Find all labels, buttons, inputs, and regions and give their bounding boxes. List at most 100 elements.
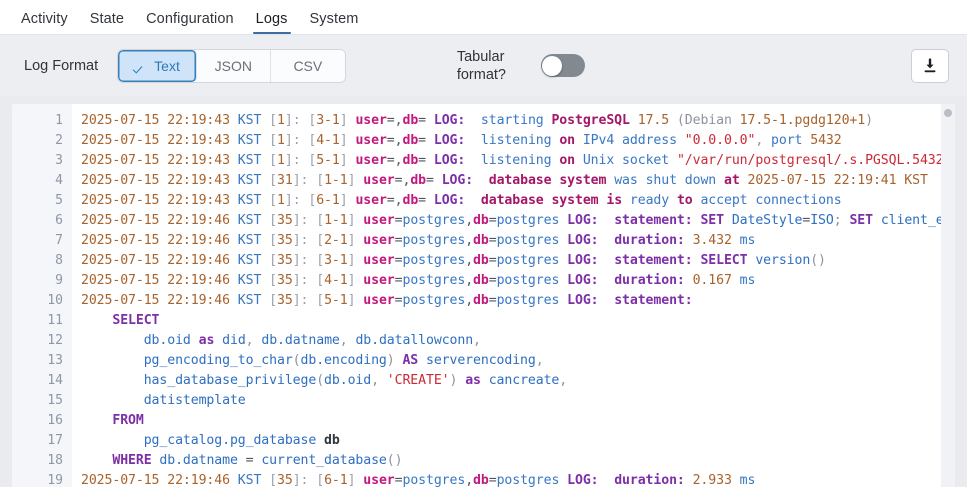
- log-token: ]: [: [292, 273, 325, 288]
- log-line: 2025-07-15 22:19:46 KST [35]: [4-1] user…: [81, 271, 955, 291]
- log-token: on: [559, 153, 575, 168]
- log-token: ]: [: [292, 213, 325, 228]
- line-number: 17: [47, 433, 63, 448]
- tab-label: Activity: [21, 11, 68, 27]
- log-token: 2025-07-15 22:19:41 KST: [747, 173, 928, 188]
- log-token: [: [261, 113, 278, 128]
- log-token: SET: [700, 213, 724, 228]
- log-token: ;: [833, 213, 850, 228]
- log-token: [630, 113, 638, 128]
- log-token: ,: [465, 253, 474, 268]
- format-option-json[interactable]: JSON: [196, 49, 271, 82]
- log-token: [724, 213, 732, 228]
- tabular-format-label: Tabular format?: [456, 48, 507, 83]
- log-token: system: [551, 193, 599, 208]
- log-token: 4-1: [324, 273, 348, 288]
- log-token: [: [261, 233, 278, 248]
- log-token: [638, 173, 646, 188]
- log-token: duration:: [614, 273, 685, 288]
- log-token: [465, 133, 481, 148]
- log-token: 35: [277, 273, 293, 288]
- log-token: duration:: [614, 233, 685, 248]
- log-token: 35: [277, 233, 293, 248]
- log-token: at: [723, 173, 740, 188]
- format-option-text[interactable]: Text: [118, 49, 197, 82]
- check-icon: [134, 59, 147, 72]
- tab-system[interactable]: System: [299, 11, 370, 34]
- tab-logs[interactable]: Logs: [245, 11, 299, 34]
- log-token: postgres: [496, 473, 560, 487]
- log-token: ,: [245, 333, 262, 348]
- log-token: listening: [480, 153, 552, 168]
- log-token: on: [559, 133, 575, 148]
- log-token: user: [363, 273, 395, 288]
- log-token: KST: [237, 113, 262, 128]
- log-line: WHERE db.datname = current_database(): [81, 451, 955, 471]
- log-token: db: [473, 293, 489, 308]
- log-token: db.datname: [261, 333, 340, 348]
- log-token: KST: [237, 233, 262, 248]
- tab-configuration[interactable]: Configuration: [135, 11, 245, 34]
- format-option-csv[interactable]: CSV: [270, 49, 345, 82]
- log-token: [81, 453, 112, 468]
- log-token: [732, 113, 740, 128]
- tab-label: Configuration: [146, 11, 234, 27]
- download-logs-button[interactable]: [911, 48, 949, 83]
- log-token: LOG:: [567, 293, 599, 308]
- log-token: [: [261, 213, 278, 228]
- line-number: 8: [55, 253, 63, 268]
- log-token: database: [488, 173, 552, 188]
- log-token: 31: [277, 173, 293, 188]
- log-token: statement:: [614, 253, 693, 268]
- log-token: 2025-07-15 22:19:46: [81, 273, 238, 288]
- log-token: [316, 433, 324, 448]
- log-token: [873, 213, 881, 228]
- log-token: version: [755, 253, 811, 268]
- log-token: has_database_privilege: [143, 373, 317, 388]
- line-number: 13: [47, 353, 63, 368]
- log-token: [465, 113, 481, 128]
- log-token: ]: [: [292, 253, 325, 268]
- log-token: 3.432: [692, 233, 732, 248]
- log-token: [465, 153, 481, 168]
- log-token: ,: [465, 473, 474, 487]
- log-token: current_database: [261, 453, 387, 468]
- log-vertical-scrollbar[interactable]: [941, 104, 955, 487]
- scrollbar-thumb[interactable]: [944, 109, 952, 117]
- log-token: [599, 213, 615, 228]
- log-token: ]: [: [284, 193, 317, 208]
- log-token: ,: [339, 333, 356, 348]
- log-token: socket: [622, 153, 670, 168]
- log-line: 2025-07-15 22:19:46 KST [35]: [3-1] user…: [81, 251, 955, 271]
- tab-activity[interactable]: Activity: [10, 11, 79, 34]
- toggle-knob: [542, 55, 563, 76]
- log-token: db: [473, 253, 489, 268]
- log-token: ): [386, 353, 403, 368]
- log-token: postgres: [496, 293, 560, 308]
- log-token: 35: [277, 473, 293, 487]
- log-token: =: [488, 293, 497, 308]
- log-token: =: [418, 193, 434, 208]
- log-token: [599, 273, 615, 288]
- log-token: =: [237, 453, 262, 468]
- tab-state[interactable]: State: [79, 11, 135, 34]
- log-token: ,: [535, 353, 544, 368]
- log-token: db: [402, 193, 419, 208]
- log-token: db: [473, 273, 489, 288]
- log-token: user: [355, 193, 387, 208]
- log-token: [716, 173, 724, 188]
- log-token: =,: [386, 133, 403, 148]
- tabular-format-toggle[interactable]: [540, 54, 585, 77]
- log-token: ): [449, 373, 466, 388]
- log-token: [559, 213, 567, 228]
- log-token: =: [394, 213, 403, 228]
- log-token: [599, 233, 615, 248]
- log-code-area[interactable]: 2025-07-15 22:19:43 KST [1]: [3-1] user=…: [72, 104, 955, 487]
- log-token: 5-1: [324, 293, 348, 308]
- log-token: db: [473, 213, 489, 228]
- log-token: [559, 253, 567, 268]
- log-token: [559, 473, 567, 487]
